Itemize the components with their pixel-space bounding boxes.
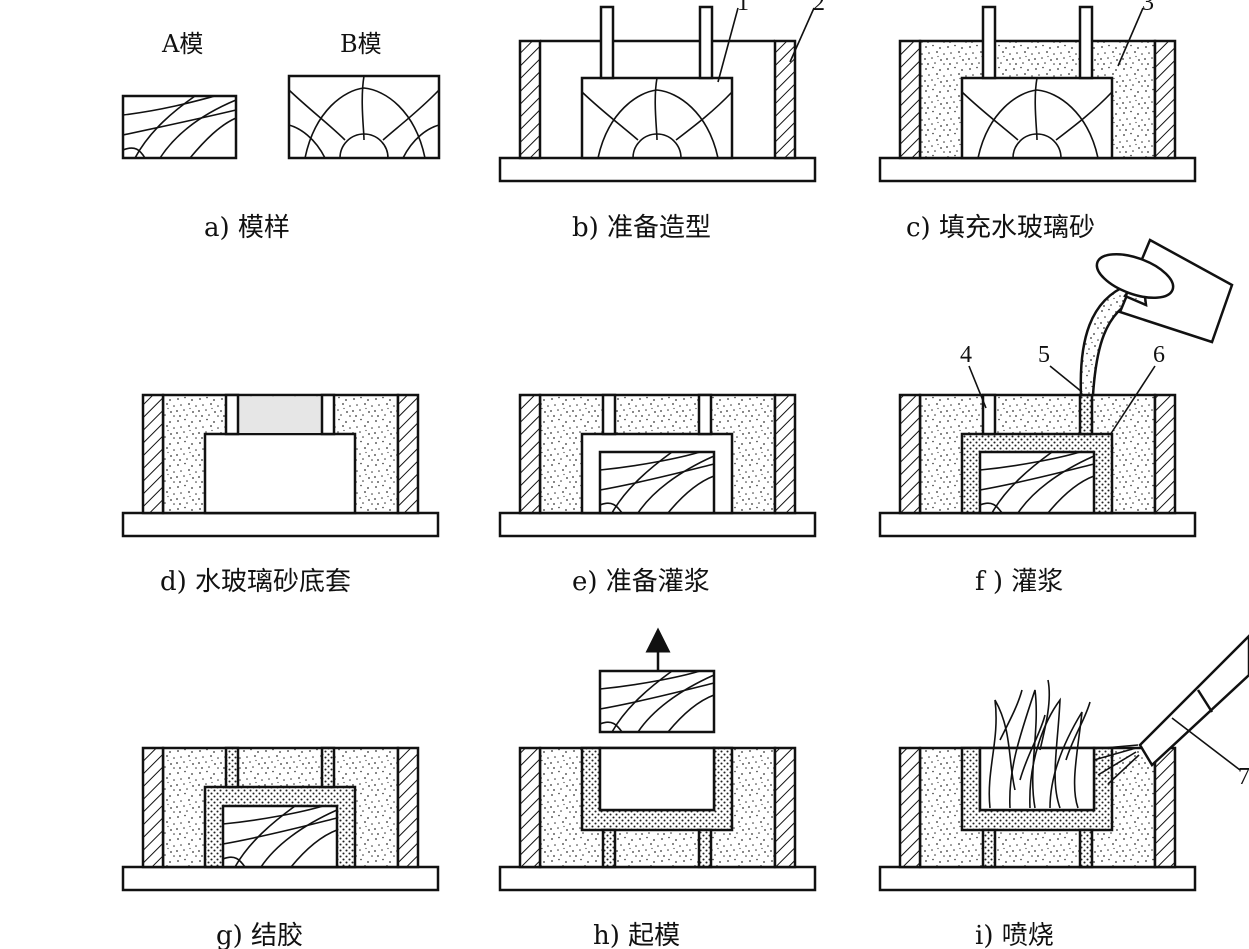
flask-wall-right bbox=[396, 746, 420, 869]
flask-wall-right bbox=[1153, 746, 1177, 869]
base-plate bbox=[878, 156, 1197, 183]
base-plate bbox=[878, 511, 1197, 538]
caption-e: e) 准备灌浆 bbox=[572, 567, 710, 597]
caption-c: c) 填充水玻璃砂 bbox=[906, 213, 1095, 243]
pattern-in-flask bbox=[960, 76, 1114, 160]
flask-wall-right bbox=[1153, 39, 1177, 160]
flask-wall-left bbox=[898, 393, 922, 515]
sprue-rod-right bbox=[698, 5, 714, 80]
mold-a-label: A模 bbox=[161, 30, 203, 58]
base-plate bbox=[498, 511, 817, 538]
caption-a: a) 模样 bbox=[204, 213, 290, 243]
panel-f-grouting: 4 5 6 bbox=[878, 238, 1234, 538]
part-number-5: 5 bbox=[1038, 342, 1050, 368]
sprue-rod-right bbox=[1078, 5, 1094, 80]
spray-lines bbox=[1093, 744, 1140, 785]
flask-wall-right bbox=[773, 746, 797, 869]
sprue-right bbox=[697, 393, 713, 436]
base-plate bbox=[121, 865, 440, 892]
flask-wall-left bbox=[141, 746, 165, 869]
mold-b bbox=[287, 74, 441, 160]
sprue-rod-left bbox=[981, 5, 997, 80]
part-number-4: 4 bbox=[960, 342, 972, 368]
caption-d: d) 水玻璃砂底套 bbox=[160, 567, 351, 597]
sprue-right-filled bbox=[320, 746, 336, 789]
sprue-right bbox=[320, 393, 336, 436]
base-plate bbox=[498, 865, 817, 892]
caption-h: h) 起模 bbox=[593, 921, 680, 949]
spray-gun bbox=[1138, 634, 1249, 767]
sprue-left bbox=[981, 393, 997, 436]
flame-icon bbox=[988, 679, 1091, 809]
sprue-right-filled bbox=[1078, 393, 1094, 436]
caption-g: g) 结胶 bbox=[216, 921, 303, 949]
caption-i: i) 喷烧 bbox=[975, 921, 1054, 949]
flask-wall-left bbox=[898, 39, 922, 160]
sprue-right-filled bbox=[1078, 828, 1094, 869]
cavity bbox=[203, 432, 357, 515]
panel-d-sand-sleeve bbox=[121, 393, 440, 538]
flask-wall-right bbox=[773, 393, 797, 515]
base-plate bbox=[498, 156, 817, 183]
flask-wall-left bbox=[518, 746, 542, 869]
caption-f: f ) 灌浆 bbox=[975, 567, 1063, 597]
sprue-left-filled bbox=[981, 828, 997, 869]
panel-e-prepare-grouting bbox=[498, 393, 817, 538]
mold-b-label: B模 bbox=[340, 30, 382, 58]
panel-c-fill-sand: 3 bbox=[878, 0, 1197, 183]
empty-cavity bbox=[598, 746, 716, 812]
flask-wall-left bbox=[518, 393, 542, 515]
panel-g-gelling bbox=[121, 746, 440, 892]
part-number-3: 3 bbox=[1142, 0, 1154, 16]
sprue-left-filled bbox=[224, 746, 240, 789]
part-number-6: 6 bbox=[1153, 342, 1165, 368]
sprue-left bbox=[224, 393, 240, 436]
sprue-rod-left bbox=[599, 5, 615, 80]
sprue-left bbox=[601, 393, 617, 436]
part-number-7: 7 bbox=[1238, 764, 1249, 790]
flask-wall-right bbox=[773, 39, 797, 160]
panel-i-flame-spray: 7 bbox=[878, 634, 1249, 892]
panel-b-prepare-molding: 1 2 bbox=[498, 0, 825, 183]
panel-a-pattern: A模 B模 bbox=[121, 30, 441, 160]
base-plate bbox=[121, 511, 440, 538]
flask-wall-right bbox=[396, 393, 420, 515]
part-number-2: 2 bbox=[813, 0, 825, 16]
panel-h-mold-removal bbox=[498, 627, 817, 892]
flask-wall-left bbox=[141, 393, 165, 515]
sprue-right-filled bbox=[697, 828, 713, 869]
sprue-left-filled bbox=[601, 828, 617, 869]
base-plate bbox=[878, 865, 1197, 892]
flask-wall-right bbox=[1153, 393, 1177, 515]
flask-wall-left bbox=[518, 39, 542, 160]
part-number-1: 1 bbox=[737, 0, 749, 16]
caption-b: b) 准备造型 bbox=[572, 213, 711, 243]
flask-wall-left bbox=[898, 746, 922, 869]
